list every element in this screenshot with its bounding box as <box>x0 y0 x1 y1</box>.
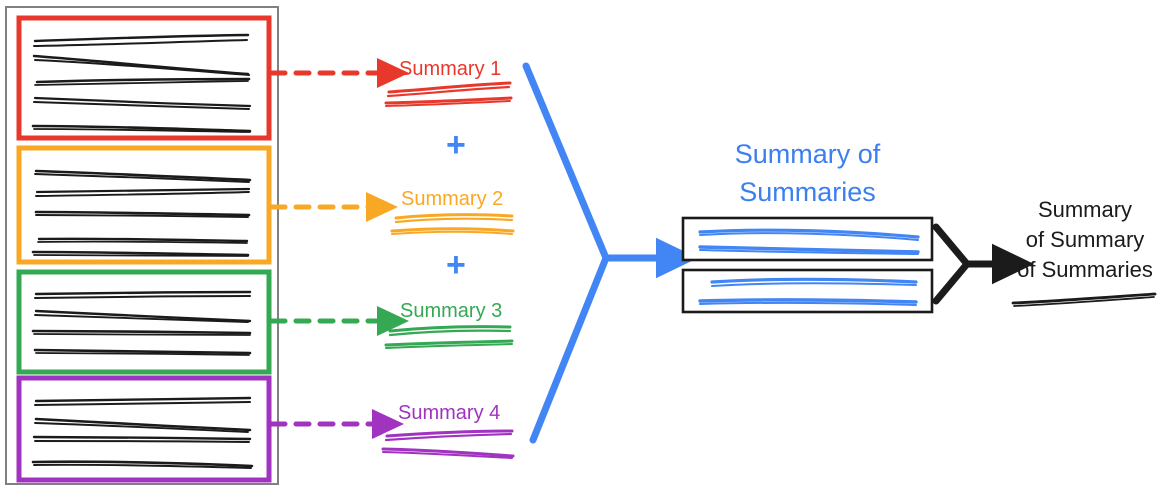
plus-operator-1: + <box>446 126 466 164</box>
summary-of-summaries-title-line-1: Summary of <box>734 139 881 169</box>
merge-arrow-final <box>932 223 1034 305</box>
summary-of-summaries-box-2 <box>681 268 934 314</box>
summary-2-label: Summary 2 <box>401 188 504 210</box>
summary-of-summaries-title-line-2: Summaries <box>739 177 876 207</box>
final-output-squiggle <box>1011 292 1157 307</box>
chunk-box-4 <box>16 375 272 483</box>
summary-2-squiggle <box>390 213 515 235</box>
summary-3-label: Summary 3 <box>400 300 503 322</box>
final-output-line-2: of Summary <box>1025 227 1145 252</box>
summary-4-label: Summary 4 <box>398 402 501 424</box>
summary-4-squiggle <box>381 429 515 459</box>
summary-1-squiggle <box>384 81 513 107</box>
final-output-line-3: of Summaries <box>1017 257 1153 282</box>
chunk-box-1 <box>16 15 272 141</box>
chunk-box-3 <box>16 269 272 375</box>
plus-operator-2: + <box>446 246 466 284</box>
summary-of-summaries-box-1 <box>681 216 934 262</box>
chunk-box-2 <box>16 145 272 265</box>
summary-3-squiggle <box>384 325 514 349</box>
final-output-line-1: Summary <box>1037 197 1133 222</box>
summary-1-label: Summary 1 <box>399 58 502 80</box>
merge-arrow-summaries <box>522 62 698 444</box>
